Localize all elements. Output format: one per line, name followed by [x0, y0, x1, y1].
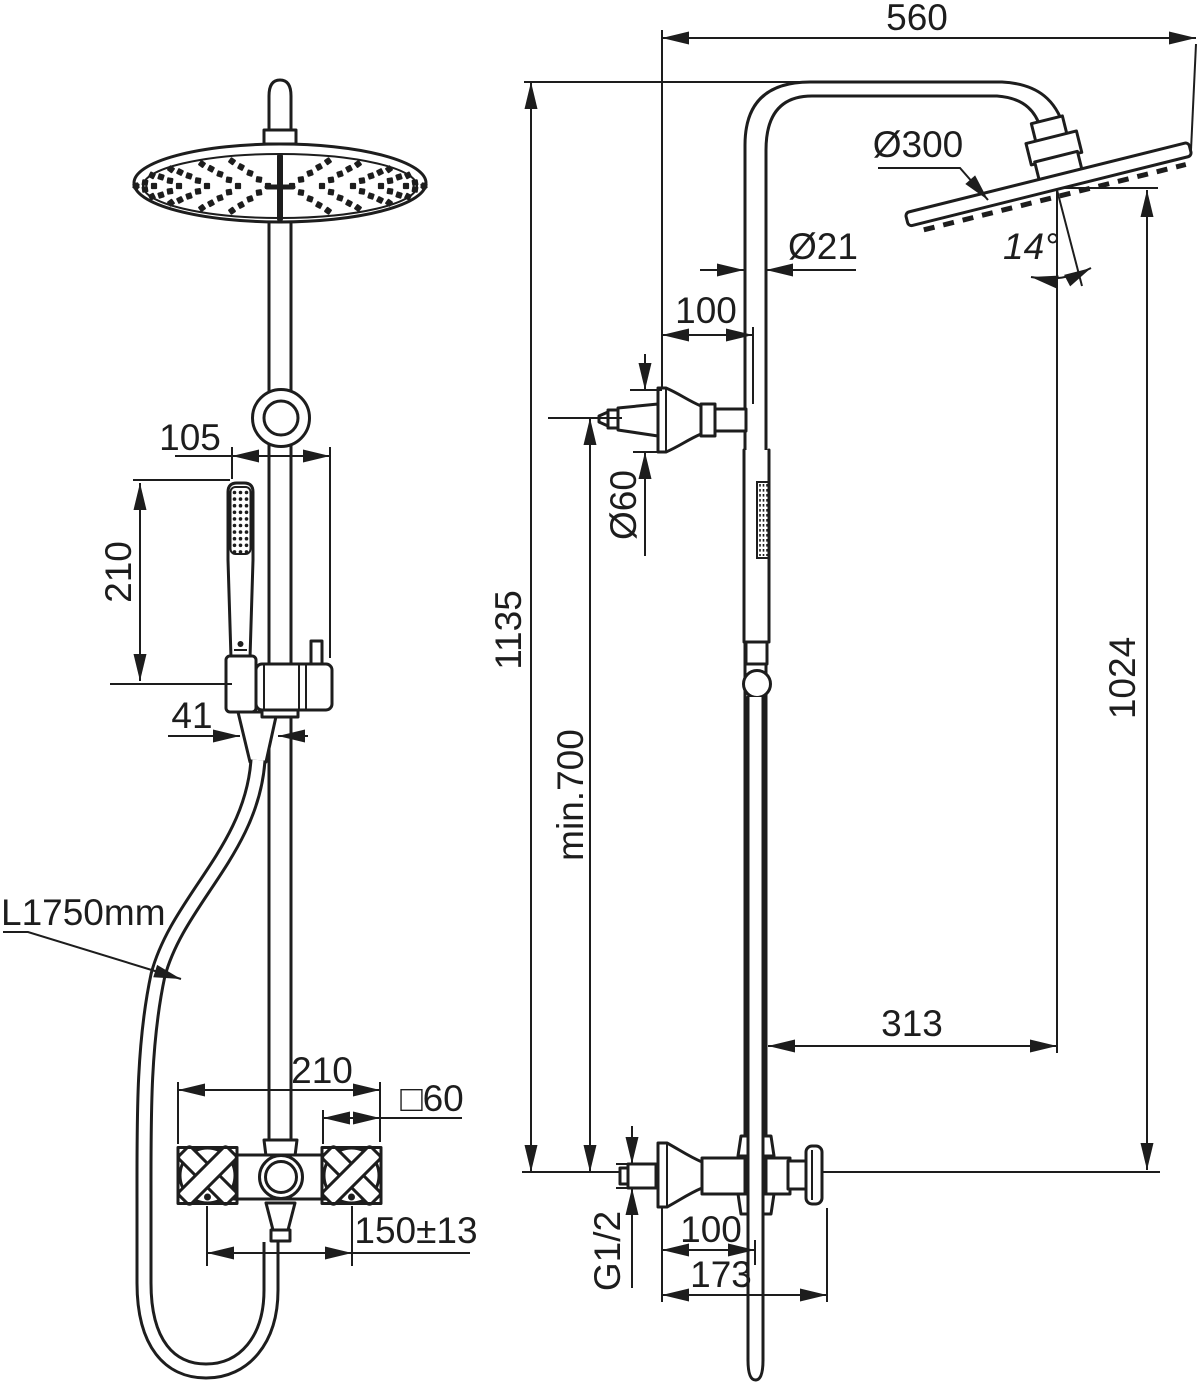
right-cross-handle — [319, 1143, 384, 1208]
dim-text-210-vertical: 210 — [98, 541, 139, 603]
dim-valve-depth: 173 — [662, 1208, 828, 1302]
dim-riser-diameter: Ø21 — [700, 226, 858, 277]
dim-handshower-length: 210 — [98, 479, 232, 685]
side-wall-bracket — [597, 386, 748, 454]
dim-head-height: 1024 — [1102, 190, 1154, 1170]
dim-text-1135: 1135 — [488, 590, 529, 670]
dim-text-hose-length: L1750mm — [1, 892, 166, 933]
front-valve — [175, 1138, 384, 1243]
hose-swivel — [742, 669, 772, 699]
dim-bracket-offset: 100 — [662, 290, 754, 404]
dim-bracket-escutcheon: Ø60 — [603, 354, 666, 556]
nozzle-row — [923, 162, 1187, 233]
dim-head-reach: 560 — [662, 0, 1196, 45]
dim-head-diameter: Ø300 — [873, 124, 989, 201]
dim-text-560: 560 — [886, 0, 948, 38]
dim-valve-offset: 100 — [661, 1208, 756, 1302]
front-riser-collar — [262, 128, 298, 146]
dim-min-mounting-height: min.700 — [548, 417, 622, 1172]
brand-mark-icon — [237, 641, 244, 647]
dim-text-d300: Ø300 — [873, 124, 964, 165]
front-riser-column — [267, 78, 293, 1149]
left-cross-handle — [175, 1143, 240, 1208]
side-valve — [618, 1134, 824, 1216]
dim-text-g12: G1/2 — [587, 1211, 628, 1291]
dim-text-100-top: 100 — [675, 290, 737, 331]
dim-text-1024: 1024 — [1102, 637, 1143, 719]
front-swivel-ring — [251, 388, 311, 448]
side-view: 560 Ø300 14° Ø21 100 Ø60 — [488, 0, 1197, 1382]
dim-handshower-offset: 105 — [159, 417, 331, 658]
bracket-lever — [309, 639, 324, 668]
dim-inlet-thread: G1/2 — [587, 1126, 648, 1291]
front-slider-bracket — [224, 639, 334, 719]
dim-head-horizontal-offset: 313 — [768, 1003, 1057, 1053]
side-handle — [804, 1144, 824, 1206]
hand-shower-spray-face — [232, 490, 249, 554]
front-hand-shower — [226, 481, 255, 672]
dim-hose-length: L1750mm — [1, 892, 182, 980]
dim-text-41: 41 — [171, 695, 212, 736]
front-overhead-shower — [132, 142, 428, 224]
dim-text-min700: min.700 — [550, 729, 591, 861]
front-hose — [135, 710, 280, 1380]
dim-text-14deg: 14° — [1003, 226, 1059, 267]
dim-text-d60: Ø60 — [603, 470, 644, 540]
dim-connection-spacing: 150±13 — [206, 1206, 478, 1266]
dim-text-100-bottom: 100 — [680, 1209, 742, 1250]
dim-handle-size: □60 — [322, 1078, 464, 1144]
dim-valve-width: 210 — [177, 1050, 381, 1144]
dim-text-173: 173 — [690, 1254, 752, 1295]
side-hand-shower — [742, 448, 772, 699]
dim-riser-height: 1135 — [488, 82, 538, 1172]
dim-text-square-60: □60 — [400, 1078, 464, 1119]
front-view: 105 210 41 L1750mm 210 □60 — [1, 78, 478, 1380]
dim-head-tilt-angle: 14° — [1003, 189, 1092, 289]
side-overhead-shower — [904, 114, 1193, 233]
dim-text-313: 313 — [881, 1003, 943, 1044]
dim-text-d21: Ø21 — [788, 226, 858, 267]
dim-hose-fitting-width: 41 — [168, 695, 308, 743]
dim-text-150: 150±13 — [354, 1210, 477, 1251]
hand-shower-tip — [616, 402, 660, 438]
dim-text-210-valve: 210 — [291, 1050, 353, 1091]
dim-text-105: 105 — [159, 417, 221, 458]
grip-knurl — [756, 481, 770, 559]
side-riser-pipe — [743, 80, 1066, 1149]
